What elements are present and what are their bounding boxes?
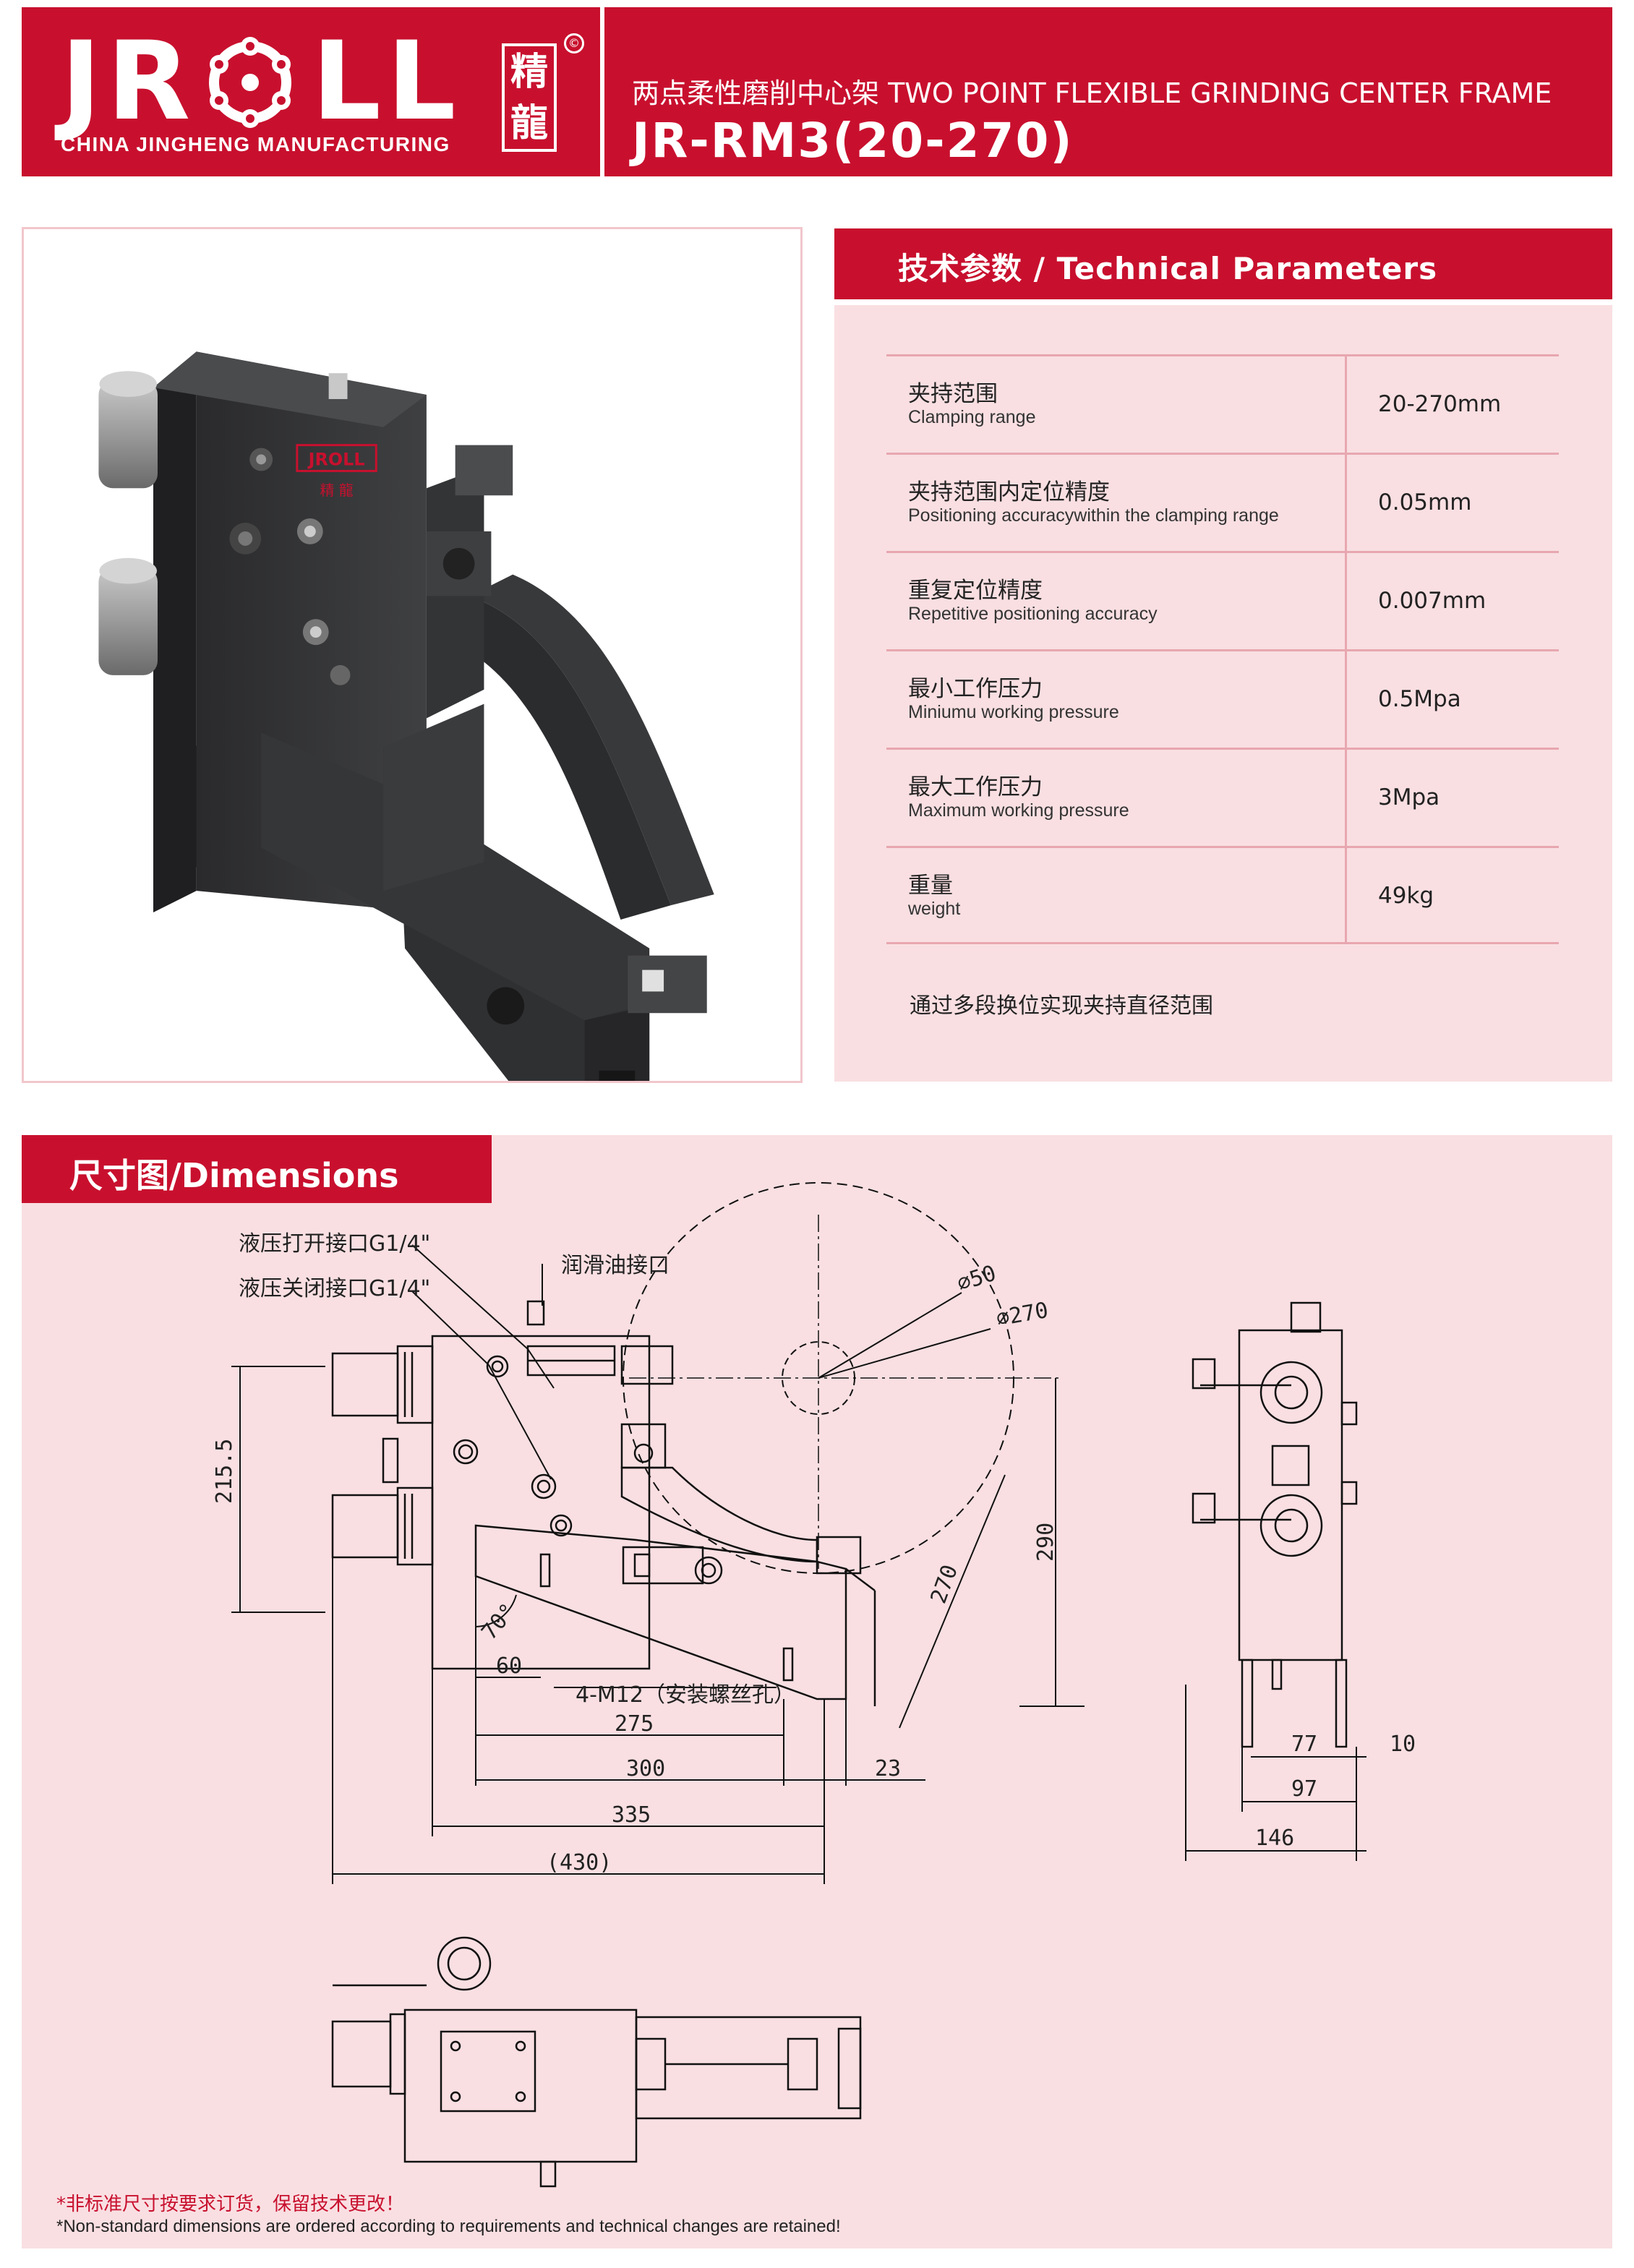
column-divider xyxy=(1345,651,1347,748)
angle-70: 70° xyxy=(476,1599,521,1645)
dim-335: 335 xyxy=(612,1802,651,1828)
column-divider xyxy=(1345,848,1347,942)
product-title: 两点柔性磨削中心架 TWO POINT FLEXIBLE GRINDING CE… xyxy=(632,77,1552,109)
param-value: 49kg xyxy=(1378,883,1434,909)
dim-275: 275 xyxy=(615,1711,654,1737)
logo-wordmark: J R L L xyxy=(61,19,456,145)
param-name-cn: 重复定位精度 xyxy=(908,578,1043,604)
param-value: 20-270mm xyxy=(1378,391,1502,417)
copyright-icon: © xyxy=(564,33,584,54)
dimensions-title: 尺寸图/Dimensions xyxy=(69,1156,399,1195)
hydraulic-close-label: 液压关闭接口G1/4" xyxy=(239,1276,430,1301)
logo-seal: 精 龍 xyxy=(502,43,557,152)
dim-270: 270 xyxy=(926,1562,963,1607)
hydraulic-open-label: 液压打开接口G1/4" xyxy=(239,1231,430,1257)
column-divider xyxy=(1345,356,1347,453)
logo-seal-char-2: 龍 xyxy=(510,100,548,145)
param-label: 夹持范围 Clamping range xyxy=(908,381,1356,427)
mount-holes-label: 4-M12（安装螺丝孔） xyxy=(576,1682,795,1708)
footnote-en: *Non-standard dimensions are ordered acc… xyxy=(56,2217,841,2236)
logo-wheel-icon xyxy=(209,37,292,128)
param-label: 重量 weight xyxy=(908,873,1356,919)
product-render-image: JROLL 精 龍 xyxy=(98,351,714,1081)
param-label: 最大工作压力 Maximum working pressure xyxy=(908,774,1356,821)
dim-97: 97 xyxy=(1291,1776,1317,1802)
dia-270-label: ⌀270 xyxy=(994,1298,1050,1332)
product-photo: JROLL 精 龍 xyxy=(22,227,803,1083)
dim-430: (430) xyxy=(547,1850,612,1875)
param-name-cn: 最小工作压力 xyxy=(908,676,1043,702)
param-row: 夹持范围内定位精度 Positioning accuracywithin the… xyxy=(886,453,1559,551)
dim-77: 77 xyxy=(1291,1732,1317,1757)
param-value: 0.007mm xyxy=(1378,588,1487,614)
param-name-en: Repetitive positioning accuracy xyxy=(908,604,1158,624)
params-table: 夹持范围 Clamping range 20-270mm 夹持范围内定位精度 P… xyxy=(886,354,1559,944)
tech-params-title: 技术参数 / Technical Parameters xyxy=(898,251,1438,286)
param-name-cn: 夹持范围 xyxy=(908,381,998,407)
param-row: 重复定位精度 Repetitive positioning accuracy 0… xyxy=(886,551,1559,649)
param-name-cn: 最大工作压力 xyxy=(908,774,1043,800)
param-name-cn: 重量 xyxy=(908,873,953,899)
product-model: JR-RM3(20-270) xyxy=(632,113,1074,168)
param-label: 夹持范围内定位精度 Positioning accuracywithin the… xyxy=(908,479,1356,526)
param-row: 最大工作压力 Maximum working pressure 3Mpa xyxy=(886,748,1559,846)
param-row: 重量 weight 49kg xyxy=(886,846,1559,944)
param-value: 0.05mm xyxy=(1378,489,1472,515)
dim-300: 300 xyxy=(626,1756,665,1781)
param-value: 3Mpa xyxy=(1378,784,1440,810)
brand-logo: J R L L 精 龍 © CHINA JINGHENG MANUFACTURI… xyxy=(22,7,600,176)
dimensions-header: 尺寸图/Dimensions xyxy=(22,1135,492,1203)
param-row: 夹持范围 Clamping range 20-270mm xyxy=(886,354,1559,453)
param-name-en: Maximum working pressure xyxy=(908,800,1129,821)
param-name-cn: 夹持范围内定位精度 xyxy=(908,479,1110,505)
param-label: 重复定位精度 Repetitive positioning accuracy xyxy=(908,578,1356,624)
param-name-en: Miniumu working pressure xyxy=(908,702,1119,722)
tech-params-header: 技术参数 / Technical Parameters xyxy=(834,228,1612,299)
dim-290: 290 xyxy=(1033,1523,1058,1562)
param-name-en: Positioning accuracywithin the clamping … xyxy=(908,505,1279,526)
dim-215-5: 215.5 xyxy=(212,1439,237,1504)
param-row: 最小工作压力 Miniumu working pressure 0.5Mpa xyxy=(886,649,1559,748)
dim-10: 10 xyxy=(1390,1732,1416,1757)
company-name: CHINA JINGHENG MANUFACTURING xyxy=(61,133,450,155)
logo-letter-l2: L xyxy=(386,19,456,145)
logo-letter-r: R xyxy=(106,19,191,145)
dia-50-label: ⌀50 xyxy=(954,1261,999,1297)
header-divider xyxy=(600,7,604,176)
param-label: 最小工作压力 Miniumu working pressure xyxy=(908,676,1356,722)
logo-seal-char-1: 精 xyxy=(510,49,548,94)
column-divider xyxy=(1345,750,1347,846)
dim-146: 146 xyxy=(1255,1826,1294,1851)
tech-header-underline xyxy=(834,299,1612,305)
logo-letter-l1: L xyxy=(312,19,381,145)
dimensions-panel: 液压打开接口G1/4" 液压关闭接口G1/4" 润滑油接口 ⌀50 ⌀270 4… xyxy=(22,1135,1612,2248)
lube-port-label: 润滑油接口 xyxy=(561,1253,670,1278)
column-divider xyxy=(1345,455,1347,551)
dim-60: 60 xyxy=(496,1653,522,1679)
footnote-cn: *非标准尺寸按要求订货，保留技术更改！ xyxy=(56,2194,405,2215)
page-header: J R L L 精 龍 © CHINA JINGHENG MANUFACTURI… xyxy=(22,7,1612,176)
param-name-en: weight xyxy=(908,899,961,919)
body-logo-text: JROLL xyxy=(307,449,365,469)
logo-letter-j: J xyxy=(61,19,101,145)
dimension-drawing: 液压打开接口G1/4" 液压关闭接口G1/4" 润滑油接口 ⌀50 ⌀270 4… xyxy=(212,1182,1416,2188)
param-value: 0.5Mpa xyxy=(1378,686,1461,712)
param-name-en: Clamping range xyxy=(908,407,1036,427)
body-logo-seal: 精 龍 xyxy=(320,482,354,499)
tech-note: 通过多段换位实现夹持直径范围 xyxy=(910,993,1213,1019)
tech-params-panel: 技术参数 / Technical Parameters 夹持范围 Clampin… xyxy=(834,228,1612,1082)
dim-23: 23 xyxy=(875,1756,901,1781)
column-divider xyxy=(1345,553,1347,649)
